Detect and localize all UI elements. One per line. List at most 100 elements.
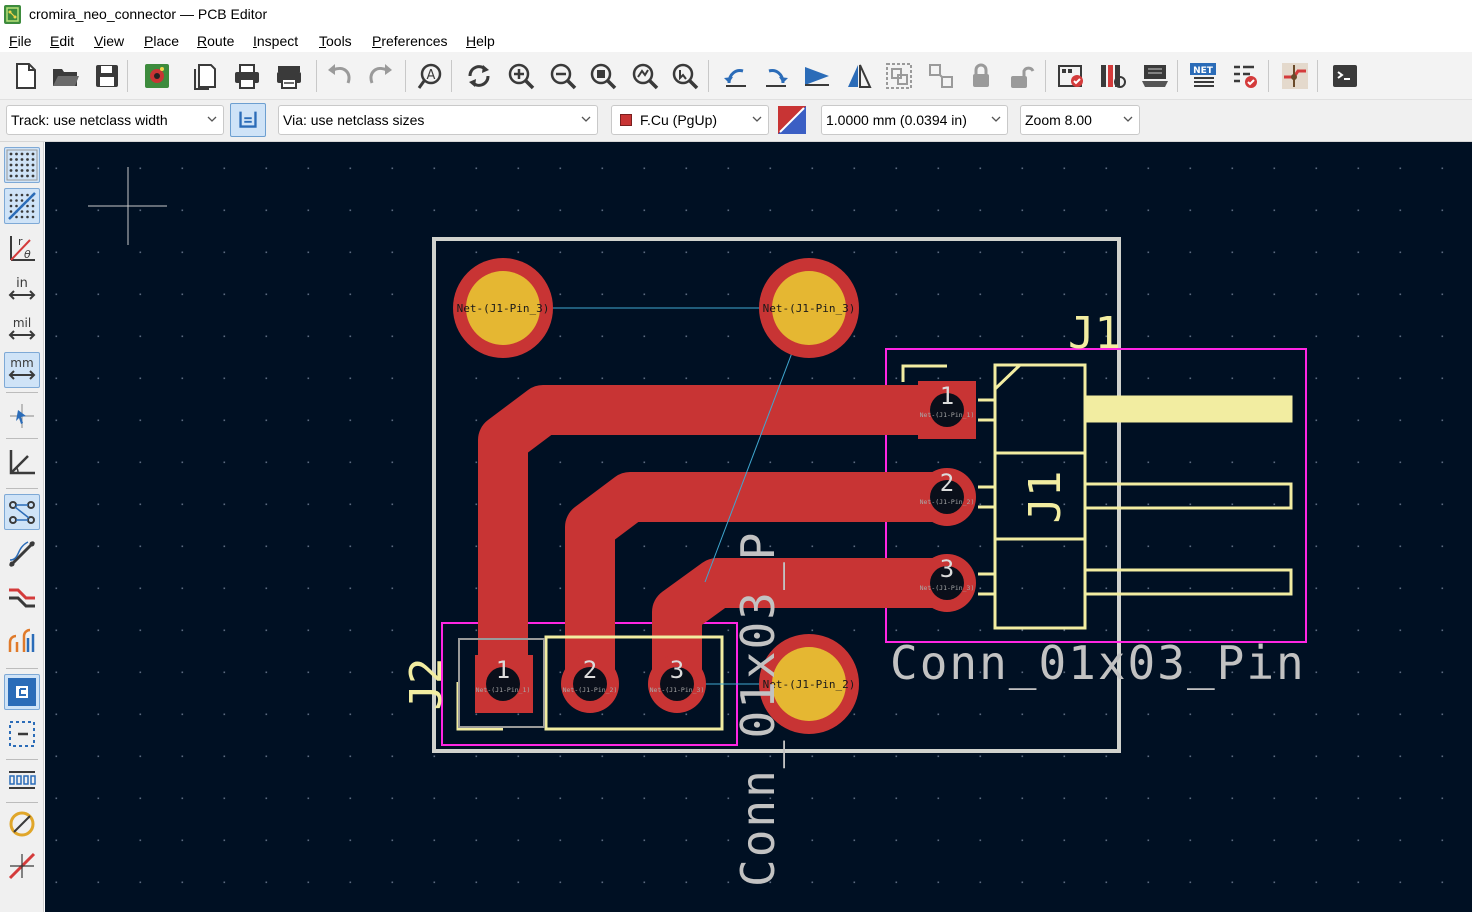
toolbar-separator (1045, 60, 1046, 92)
auto-track-width-button[interactable] (230, 103, 266, 137)
board-edge-cuts[interactable] (432, 237, 1121, 753)
layer-pair-button[interactable] (774, 103, 810, 137)
interactive-router-button[interactable] (1278, 59, 1312, 93)
redo-button[interactable] (364, 59, 398, 93)
footprint-browser-button[interactable] (1096, 59, 1130, 93)
menu-label-rest: lace (153, 33, 180, 49)
grid-overrides-toggle[interactable] (4, 188, 40, 224)
group-button[interactable] (882, 59, 916, 93)
ungroup-icon (929, 64, 953, 88)
layer-select[interactable]: F.Cu (PgUp) (611, 105, 769, 135)
track-sketch-toggle[interactable] (4, 848, 40, 884)
units-mils-toggle[interactable]: mil (4, 312, 40, 348)
j2-value[interactable]: Conn_01x03_P (731, 531, 785, 887)
mirror-button[interactable] (842, 59, 876, 93)
pad-net-label: Net-(J1-Pin_2) (563, 686, 618, 694)
track-angle-toggle[interactable] (4, 444, 40, 480)
copper-tracks[interactable] (478, 385, 945, 692)
mounting-hole[interactable]: Net-(J1-Pin_3) (759, 258, 859, 358)
menu-route[interactable]: Route (197, 33, 234, 49)
page-settings-button[interactable] (188, 59, 222, 93)
j1-reference[interactable]: J1 (1068, 308, 1121, 359)
plot-button[interactable] (272, 59, 306, 93)
via-size-select[interactable]: Via: use netclass sizes (278, 105, 598, 135)
menu-tools[interactable]: Tools (319, 33, 352, 49)
layer-pair-icon (778, 106, 806, 134)
zoom-fit-button[interactable] (586, 59, 620, 93)
menu-help[interactable]: Help (466, 33, 495, 49)
print-button[interactable] (230, 59, 264, 93)
netlist-button[interactable]: NET (1186, 59, 1220, 93)
menu-edit[interactable]: Edit (50, 33, 74, 49)
units-inches-toggle[interactable]: in (4, 272, 40, 308)
track-width-select[interactable]: Track: use netclass width (6, 105, 224, 135)
zoom-out-button[interactable] (546, 59, 580, 93)
toolbar-separator (1177, 60, 1178, 92)
3d-viewer-button[interactable] (1138, 59, 1172, 93)
footprint-editor-button[interactable] (1054, 59, 1088, 93)
menu-inspect[interactable]: Inspect (253, 33, 298, 49)
window-title: cromira_neo_connector — PCB Editor (29, 6, 268, 22)
mounting-holes[interactable]: Net-(J1-Pin_3) Net-(J1-Pin_3) Net-(J1-Pin_… (453, 258, 859, 734)
scripting-console-button[interactable] (1328, 59, 1362, 93)
menu-mnemonic: P (372, 33, 382, 49)
find-button[interactable]: A (414, 59, 448, 93)
zone-outline-toggle[interactable] (4, 716, 40, 752)
board-view[interactable]: Net-(J1-Pin_3) Net-(J1-Pin_3) Net-(J1-Pin_… (45, 142, 1472, 912)
j1-value[interactable]: Conn_01x03_Pin (890, 636, 1306, 690)
full-crosshair-toggle[interactable] (4, 398, 40, 434)
menu-preferences[interactable]: Preferences (372, 33, 448, 49)
zoom-select[interactable]: Zoom 8.00 (1020, 105, 1140, 135)
save-button[interactable] (90, 59, 124, 93)
mounting-hole[interactable]: Net-(J1-Pin_2) (759, 634, 859, 734)
rotate-cw-button[interactable] (760, 59, 794, 93)
toolbar-separator (6, 668, 38, 669)
j2-reference[interactable]: J2 (401, 658, 452, 711)
zoom-selection-button[interactable] (668, 59, 702, 93)
refresh-button[interactable] (462, 59, 496, 93)
high-contrast-toggle[interactable] (4, 622, 40, 658)
show-ratsnest-toggle[interactable] (4, 494, 40, 530)
menu-place[interactable]: Place (144, 33, 179, 49)
mounting-hole[interactable]: Net-(J1-Pin_3) (453, 258, 553, 358)
print-icon (235, 64, 259, 89)
zone-fill-toggle[interactable] (4, 674, 40, 710)
toolbar-separator (1317, 60, 1318, 92)
netlist-icon: NET (1190, 63, 1216, 87)
menu-view[interactable]: View (94, 33, 124, 49)
drc-button[interactable] (1228, 59, 1262, 93)
unlock-button[interactable] (1004, 59, 1038, 93)
undo-button[interactable] (322, 59, 356, 93)
open-button[interactable] (48, 59, 82, 93)
units-mm-toggle[interactable]: mm (4, 352, 40, 388)
3d-viewer-icon (1142, 65, 1168, 87)
ungroup-button[interactable] (924, 59, 958, 93)
board-setup-button[interactable] (140, 59, 174, 93)
via-sketch-toggle[interactable] (4, 806, 40, 842)
menu-file[interactable]: File (9, 33, 32, 49)
pcbnew-app-icon (4, 5, 21, 24)
flip-button[interactable] (800, 59, 834, 93)
pad-sketch-toggle[interactable] (4, 762, 40, 798)
svg-text:θ: θ (24, 248, 31, 261)
net-highlight-toggle[interactable] (4, 580, 40, 616)
pcb-canvas[interactable]: Net-(J1-Pin_3) Net-(J1-Pin_3) Net-(J1-Pin_… (45, 142, 1472, 912)
zoom-in-button[interactable] (504, 59, 538, 93)
new-board-button[interactable] (8, 59, 42, 93)
lock-button[interactable] (964, 59, 998, 93)
title-bar: cromira_neo_connector — PCB Editor (0, 0, 1472, 30)
grid-select[interactable]: 1.0000 mm (0.0394 in) (821, 105, 1008, 135)
rotate-ccw-button[interactable] (718, 59, 752, 93)
grid-dots-toggle[interactable] (4, 147, 40, 183)
zoom-objects-button[interactable] (628, 59, 662, 93)
curved-ratsnest-toggle[interactable] (4, 536, 40, 572)
